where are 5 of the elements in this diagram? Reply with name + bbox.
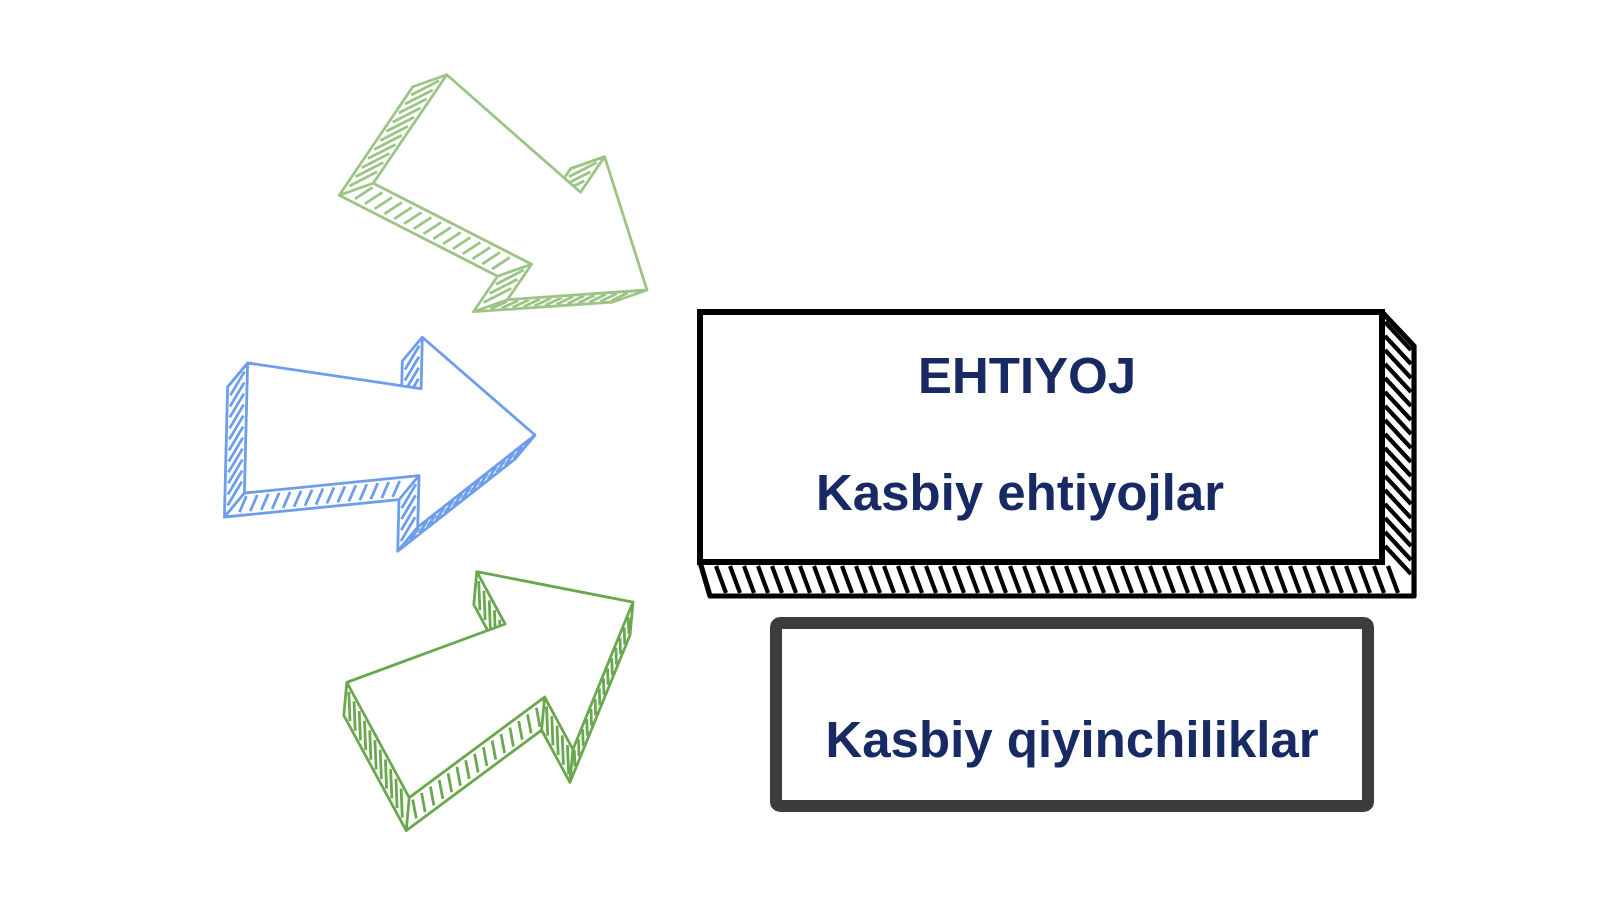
box-text: Kasbiy ehtiyojlar bbox=[819, 473, 1224, 521]
box-text: Kasbiy qiyinchiliklar bbox=[828, 720, 1318, 768]
text-box bbox=[770, 617, 1374, 812]
3d-box bbox=[697, 309, 1417, 599]
box-heading: EHTIYOJ bbox=[921, 357, 1133, 394]
